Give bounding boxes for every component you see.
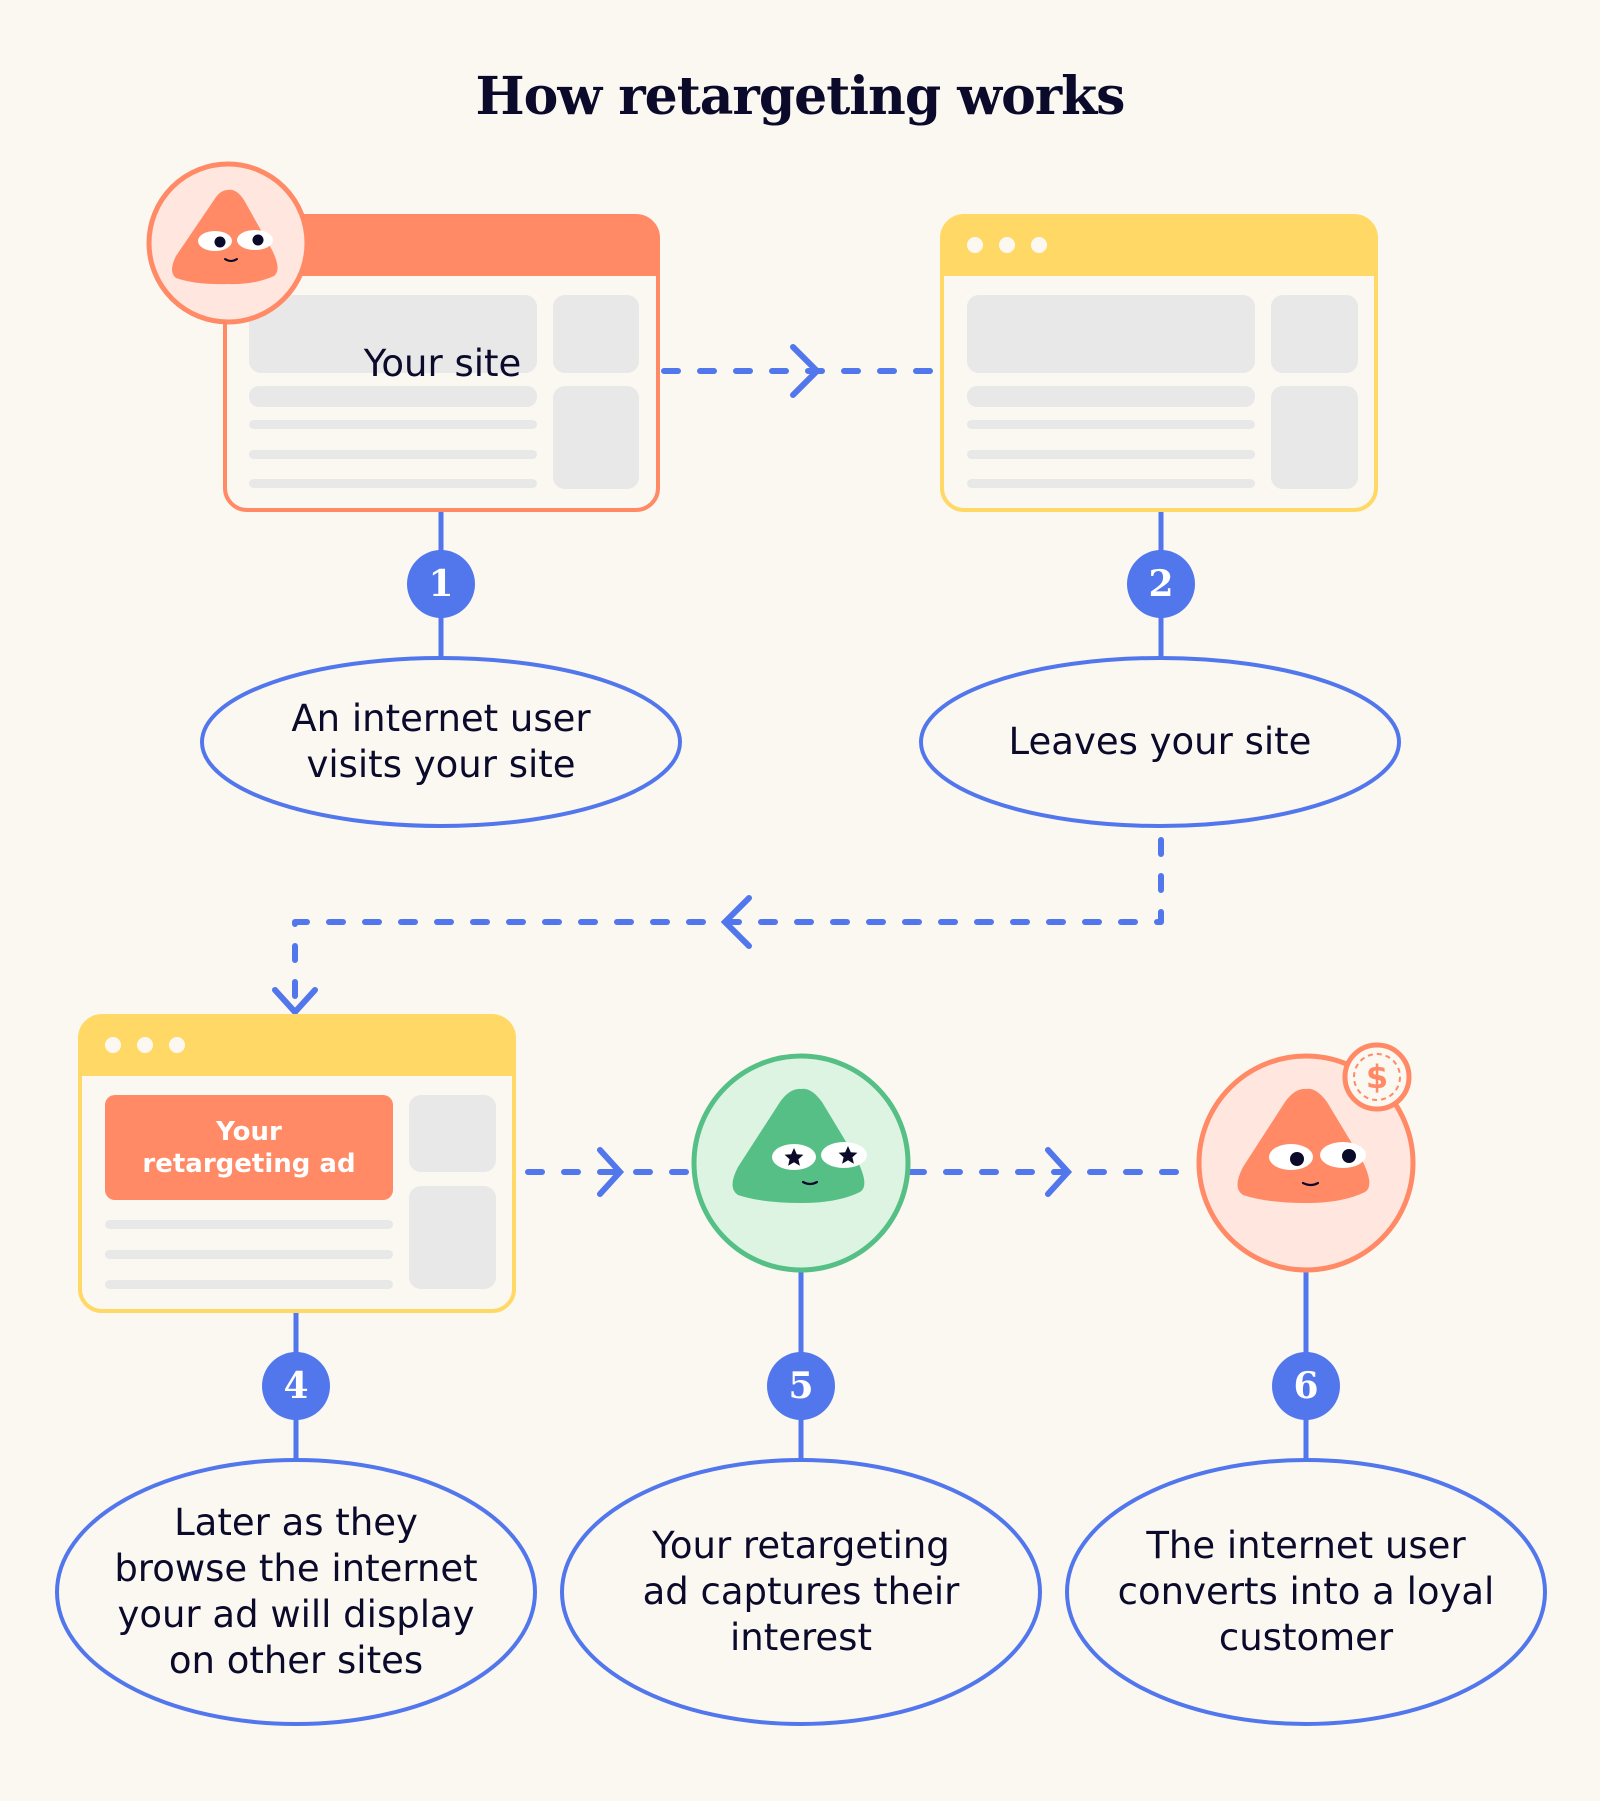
text-line: An internet user	[291, 697, 591, 740]
customer-avatar-icon	[1196, 1053, 1416, 1273]
step-4-number: 4	[283, 1365, 309, 1407]
step-2-number: 2	[1148, 563, 1174, 605]
text-line: interest	[730, 1616, 872, 1659]
star-eye-icon	[838, 1146, 858, 1164]
window-dot-icon	[1031, 237, 1047, 253]
text-line: customer	[1218, 1616, 1394, 1659]
ad-label-line-1: Your	[216, 1116, 282, 1147]
retargeting-ad-banner	[105, 1095, 393, 1200]
flow-connector-2-to-4	[272, 837, 1164, 1017]
star-eye-icon	[784, 1148, 804, 1166]
ad-label-line-2: retargeting ad	[142, 1148, 356, 1179]
text-line: ad captures their	[642, 1570, 960, 1613]
page-title: How retargeting works	[475, 66, 1126, 127]
text-line: browse the internet	[114, 1547, 478, 1590]
step-5-marker	[767, 1352, 835, 1420]
step-4-text: Later as they browse the internet your a…	[77, 1482, 515, 1702]
arrow-right-icon	[1045, 1147, 1073, 1197]
step-6-bubble	[1065, 1458, 1547, 1726]
step-1-number: 1	[428, 563, 454, 605]
step-6-number: 6	[1293, 1365, 1319, 1407]
visitor-avatar-icon	[146, 161, 310, 325]
step-1-marker	[407, 550, 475, 618]
step-5-bubble	[560, 1458, 1042, 1726]
step-5-number: 5	[788, 1365, 814, 1407]
step-1-bubble	[200, 656, 682, 828]
text-line: visits your site	[306, 743, 576, 786]
retargeting-ad-label: Your retargeting ad	[105, 1095, 393, 1200]
browser-window-your-site	[223, 214, 660, 512]
step-4-marker	[262, 1352, 330, 1420]
window-dot-icon	[105, 1037, 121, 1053]
dollar-coin-icon	[1342, 1042, 1412, 1112]
step-6-marker	[1272, 1352, 1340, 1420]
text-line: your ad will display	[117, 1593, 475, 1636]
step-6-text: The internet user converts into a loyal …	[1087, 1482, 1525, 1702]
text-line: Your retargeting	[652, 1524, 950, 1567]
flow-connector-1-to-2	[661, 344, 941, 398]
step-1-text: An internet user visits your site	[222, 672, 660, 812]
step-5-text: Your retargeting ad captures their inter…	[582, 1482, 1020, 1702]
window-dot-icon	[137, 1037, 153, 1053]
window-dot-icon	[967, 237, 983, 253]
arrow-down-icon	[272, 987, 318, 1017]
step-2-text: Leaves your site	[941, 672, 1379, 812]
text-line: Leaves your site	[1008, 720, 1312, 763]
browser-window-other-site	[940, 214, 1378, 512]
step-stems	[293, 511, 1309, 1460]
text-line: converts into a loyal	[1117, 1570, 1495, 1613]
browser-window-ad-site	[78, 1014, 516, 1313]
flow-connector-5-to-6	[907, 1147, 1201, 1197]
step-2-marker	[1127, 550, 1195, 618]
arrow-right-icon	[597, 1147, 625, 1197]
window-dot-icon	[999, 237, 1015, 253]
dollar-sign-icon: $	[1365, 1058, 1389, 1096]
flow-connector-4-to-5	[525, 1147, 695, 1197]
content-placeholder	[249, 295, 537, 373]
arrow-right-icon	[790, 344, 822, 398]
step-2-bubble	[919, 656, 1401, 828]
sidebar-placeholder	[553, 295, 639, 373]
your-site-label: Your site	[363, 342, 522, 385]
arrow-left-icon	[720, 895, 752, 949]
text-line: The internet user	[1146, 1524, 1466, 1567]
step-4-bubble	[55, 1458, 537, 1726]
text-line: on other sites	[168, 1639, 424, 1682]
interested-user-avatar-icon	[691, 1053, 911, 1273]
window-dot-icon	[169, 1037, 185, 1053]
text-line: Later as they	[174, 1501, 418, 1544]
